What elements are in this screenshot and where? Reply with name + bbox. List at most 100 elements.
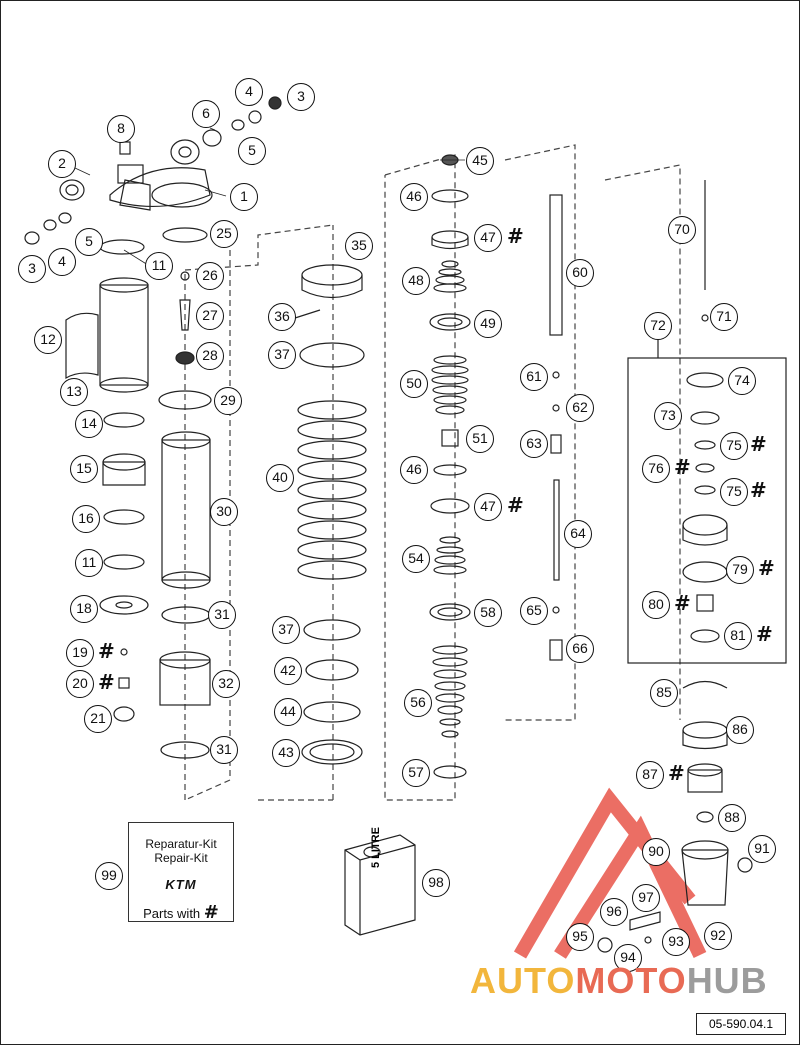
callout-76: 76 [642,455,670,483]
callout-19: 19 [66,639,94,667]
callout-20: 20 [66,670,94,698]
part-13-body [99,284,149,386]
parts-with-label: Parts with [143,906,201,921]
callout-72: 72 [644,312,672,340]
panel-separators [184,144,681,801]
callout-99: 99 [95,862,123,890]
watermark-auto: AUTO [470,960,576,1001]
callout-60: 60 [566,259,594,287]
callout-61: 61 [520,363,548,391]
callout-11: 11 [145,252,173,280]
callout-51: 51 [466,425,494,453]
callout-54: 54 [402,545,430,573]
parts-with-hash: # [203,902,219,923]
callout-93: 93 [662,928,690,956]
callout-32: 32 [212,670,240,698]
callout-15: 15 [70,455,98,483]
assembly-box-72 [627,357,787,664]
hash-mark: # [98,670,115,694]
watermark-moto: MOTO [575,960,687,1001]
part-2 [59,179,85,201]
callout-75: 75 [720,478,748,506]
callout-75: 75 [720,432,748,460]
callout-29: 29 [214,387,242,415]
callout-12: 12 [34,326,62,354]
callout-30: 30 [210,498,238,526]
callout-37: 37 [268,341,296,369]
callout-36: 36 [268,303,296,331]
callout-80: 80 [642,591,670,619]
callout-18: 18 [70,595,98,623]
parts-with-note: Parts with # [129,902,233,923]
repair-kit-card: Reparatur-Kit Repair-Kit KTM Parts with … [128,822,234,923]
callout-31: 31 [210,736,238,764]
part-3a [268,96,282,110]
hash-mark: # [507,224,524,248]
callout-5: 5 [238,137,266,165]
repair-kit-line2: Repair-Kit [154,851,208,865]
callout-2: 2 [48,150,76,178]
callout-81: 81 [724,622,752,650]
callout-66: 66 [566,635,594,663]
callout-35: 35 [345,232,373,260]
callout-85: 85 [650,679,678,707]
part-60-shaft [549,194,563,336]
callout-97: 97 [632,884,660,912]
callout-70: 70 [668,216,696,244]
callout-31: 31 [208,601,236,629]
watermark-text: AUTOMOTOHUB [470,960,768,1002]
callout-45: 45 [466,147,494,175]
callout-48: 48 [402,267,430,295]
spring-40 [297,400,367,580]
callout-87: 87 [636,761,664,789]
callout-4: 4 [235,78,263,106]
callout-37: 37 [272,616,300,644]
callout-64: 64 [564,520,592,548]
part-4a [231,119,245,131]
hash-mark: # [674,591,691,615]
callout-26: 26 [196,262,224,290]
callout-6: 6 [192,100,220,128]
callout-98: 98 [422,869,450,897]
callout-8: 8 [107,115,135,143]
callout-14: 14 [75,410,103,438]
callout-74: 74 [728,367,756,395]
hash-mark: # [98,639,115,663]
top-eye-part [109,139,213,211]
callout-13: 13 [60,378,88,406]
callout-88: 88 [718,804,746,832]
callout-63: 63 [520,430,548,458]
hash-mark: # [756,622,773,646]
watermark-hub: HUB [686,960,768,1001]
shim-stack-54 [433,536,467,575]
callout-43: 43 [272,739,300,767]
hash-mark: # [668,761,685,785]
callout-92: 92 [704,922,732,950]
callout-44: 44 [274,698,302,726]
part-4b [248,110,262,124]
oil-can [344,834,416,936]
part-30-body [161,439,211,581]
callout-21: 21 [84,705,112,733]
callout-46: 46 [400,456,428,484]
callout-3: 3 [18,255,46,283]
callout-50: 50 [400,370,428,398]
shim-stack-48 [433,260,467,293]
hash-mark: # [750,432,767,456]
part-12-shell [65,312,99,380]
callout-62: 62 [566,394,594,422]
part-6 [202,129,222,147]
callout-47: 47 [474,224,502,252]
callout-49: 49 [474,310,502,338]
callout-73: 73 [654,402,682,430]
hash-mark: # [674,455,691,479]
callout-27: 27 [196,302,224,330]
callout-11: 11 [75,549,103,577]
hash-mark: # [750,478,767,502]
callout-71: 71 [710,303,738,331]
callout-65: 65 [520,597,548,625]
callout-4: 4 [48,248,76,276]
oil-can-label: 5 LITRE [370,827,382,868]
callout-56: 56 [404,689,432,717]
